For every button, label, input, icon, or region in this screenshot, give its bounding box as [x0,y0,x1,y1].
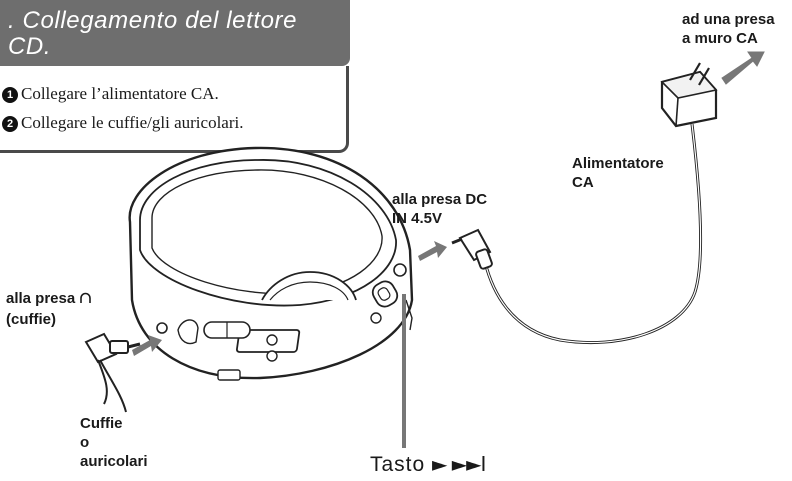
cd-player-icon [128,146,414,381]
step-1-text: Collegare l’alimentatore CA. [21,84,219,103]
plug-icon [451,228,493,270]
step-2-text: Collegare le cuffie/gli auricolari. [21,113,244,132]
headphone-jack-label-prefix: alla presa [6,290,76,307]
headphone-jack-label-suffix: (cuffie) [6,311,56,328]
headphone-icon [79,291,92,310]
section-title: . Collegamento del lettore CD. [8,7,298,60]
play-button-label: Tasto ► ►►I [370,452,486,477]
dc-in-label: alla presa DC IN 4.5V [392,191,488,227]
play-skip-icon: ► ►►I [432,452,486,476]
section-title-box: . Collegamento del lettore CD. [0,0,350,66]
wall-outlet-label: ad una presa a muro CA [682,11,775,47]
play-button-label-prefix: Tasto [370,453,426,476]
adapter-label: Alimentatore CA [572,155,664,191]
headphone-jack-label: alla presa (cuffie) [6,289,92,329]
step-number-1: 1 [2,87,18,103]
step-number-2: 2 [2,116,18,132]
headphones-label: Cuffie o auricolari [80,415,148,470]
ac-adapter-icon [660,51,765,128]
headphone-plug [84,332,141,364]
